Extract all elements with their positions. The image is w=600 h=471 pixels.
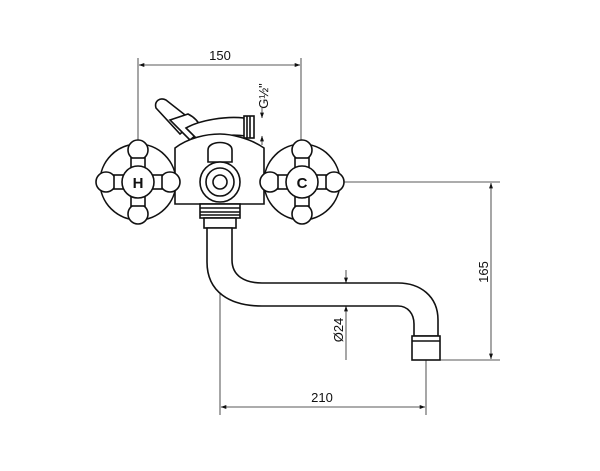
dimension-label-diameter: Ø24 [331, 318, 346, 343]
cold-handle-label: C [297, 175, 308, 192]
dimension-top-width: 150 [137, 48, 302, 150]
faucet-body [174, 133, 265, 229]
dimension-label-top-width: 150 [209, 48, 231, 63]
hot-handle-cap [121, 165, 155, 199]
spout-swivel-nut [199, 203, 241, 219]
dimension-label-thread: G½" [256, 83, 271, 109]
center-outlet-core [212, 174, 228, 190]
dimension-thread: G½" [256, 83, 271, 145]
dimension-bottom-width: 210 [219, 232, 427, 415]
spout-aerator [411, 335, 441, 361]
cold-water-handle: C [259, 139, 345, 225]
dimension-label-bottom-width: 210 [311, 390, 333, 405]
cold-handle-cap [285, 165, 319, 199]
dimension-height: 165 [340, 181, 500, 361]
hot-water-handle: H [95, 139, 181, 225]
dimension-spout-diameter: Ø24 [331, 270, 348, 360]
spout [206, 227, 441, 361]
dimension-label-height: 165 [476, 261, 491, 283]
hot-handle-label: H [133, 175, 144, 192]
